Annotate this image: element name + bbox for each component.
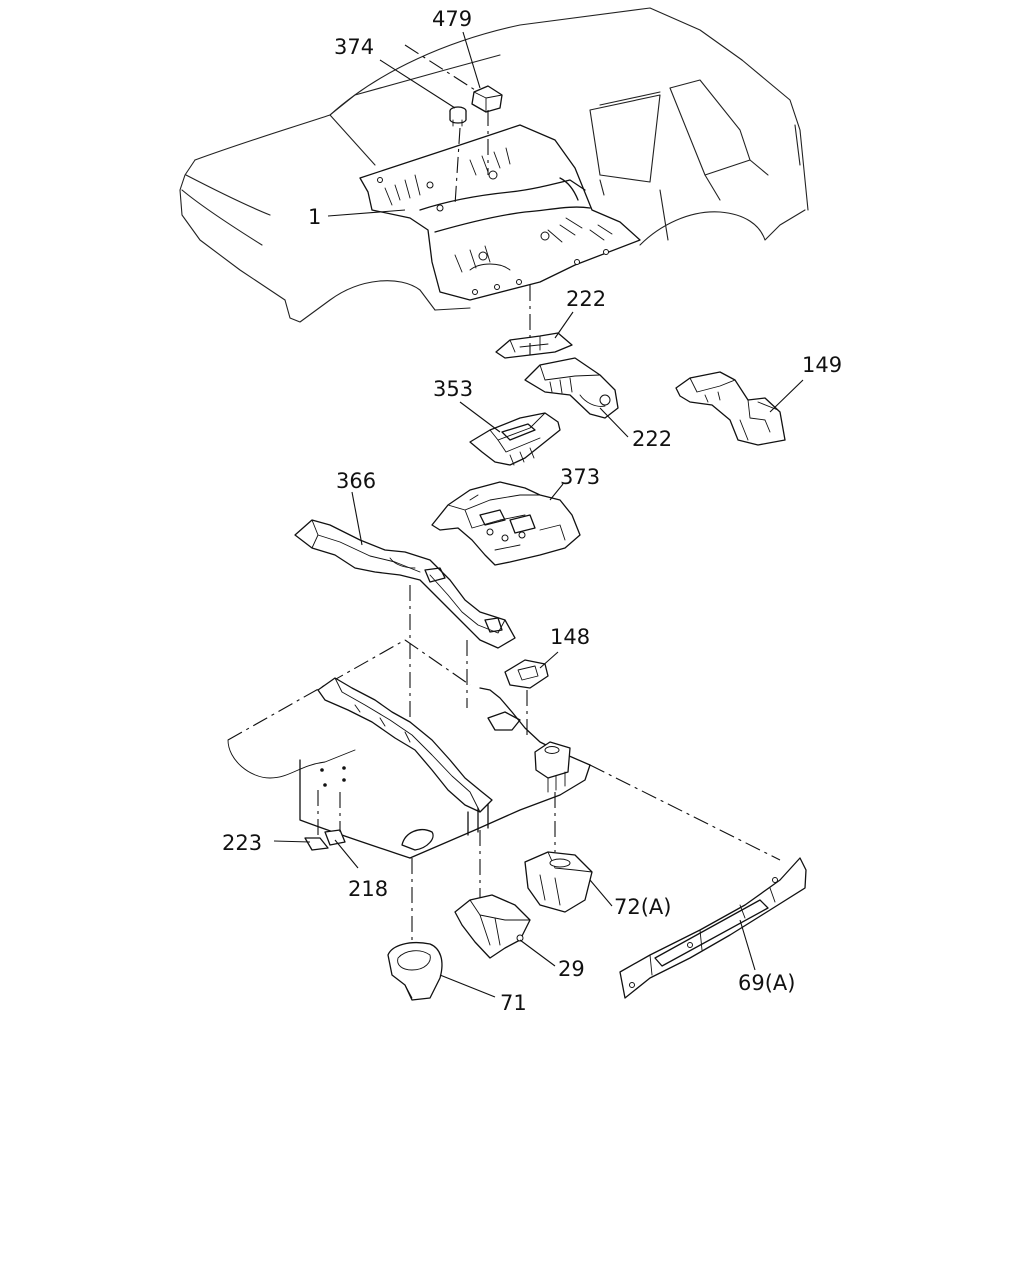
part-148-small-plate (504, 659, 549, 689)
callout-223: 223 (222, 831, 262, 855)
callout-373: 373 (560, 465, 600, 489)
callout-71: 71 (500, 991, 527, 1015)
part-29-support-bracket (454, 894, 531, 959)
vehicle-body-outline (179, 7, 809, 323)
callout-148: 148 (550, 625, 590, 649)
floor-panel-part-1 (359, 124, 641, 301)
part-222-upper-bracket (495, 332, 573, 359)
part-71-floor-cup (387, 941, 443, 1001)
part-223-bracket (304, 837, 329, 851)
part-353-seat-cross-member (469, 412, 561, 466)
part-479-plug (471, 85, 503, 113)
part-218-bracket (324, 829, 346, 846)
callout-149: 149 (802, 353, 842, 377)
callout-69a: 69(A) (738, 971, 795, 995)
part-222-lower-panel (524, 357, 619, 419)
callout-1: 1 (308, 205, 321, 229)
callout-218: 218 (348, 877, 388, 901)
callout-29: 29 (558, 957, 585, 981)
callout-labels: 479 374 1 222 149 353 222 366 373 148 22… (222, 7, 842, 1015)
part-69a-side-sill (619, 857, 807, 999)
part-373-tunnel-reinforcement (431, 481, 581, 566)
callout-374: 374 (334, 35, 374, 59)
lower-floor-frame (227, 639, 591, 859)
callout-479: 479 (432, 7, 472, 31)
part-149-wheelhouse (675, 371, 786, 446)
part-72a-mount-bracket (524, 851, 593, 913)
callout-leaders (273, 31, 804, 998)
part-374-grommet (449, 106, 467, 127)
callout-222-upper: 222 (566, 287, 606, 311)
part-366-center-member (294, 519, 516, 649)
callout-366: 366 (336, 469, 376, 493)
callout-222-lower: 222 (632, 427, 672, 451)
assembly-centerlines (317, 44, 781, 945)
callout-353: 353 (433, 377, 473, 401)
callout-72a: 72(A) (614, 895, 671, 919)
